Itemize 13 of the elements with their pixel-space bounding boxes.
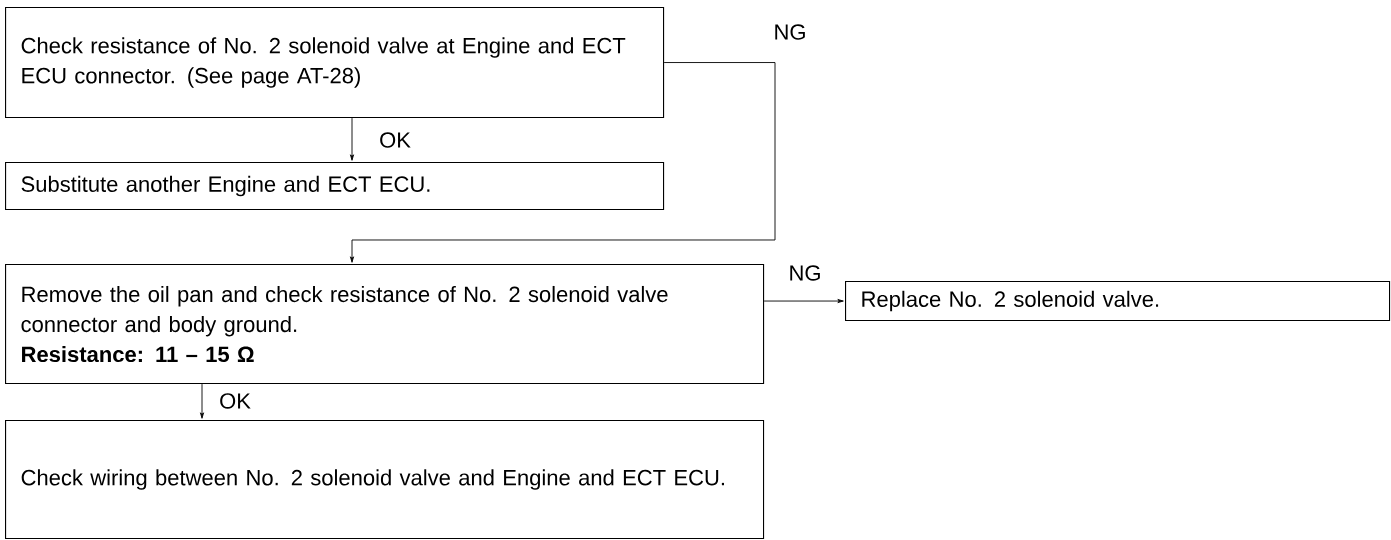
process-box: Substitute another Engine and ECT ECU. <box>5 162 665 211</box>
edge-label: NG <box>772 23 808 41</box>
arrow <box>350 62 776 263</box>
arrow <box>200 383 204 419</box>
process-box: Check resistance of No. 2 solenoid valve at Engine and ECT ECU connector. (See page AT-28) <box>5 7 665 119</box>
process-box: Check wiring between No. 2 solenoid valve and Engine and ECT ECU. <box>5 420 765 540</box>
arrow <box>763 299 844 304</box>
edge-label: NG <box>787 264 823 282</box>
edge-label: OK <box>378 131 412 149</box>
arrow <box>350 117 354 161</box>
process-box: Remove the oil pan and check resistance of No. 2 solenoid valve connector and body ground. Resistance: 11 – 15 Ω <box>5 264 765 385</box>
process-box: Replace No. 2 solenoid valve. <box>845 281 1391 322</box>
edge-label: OK <box>218 392 252 410</box>
